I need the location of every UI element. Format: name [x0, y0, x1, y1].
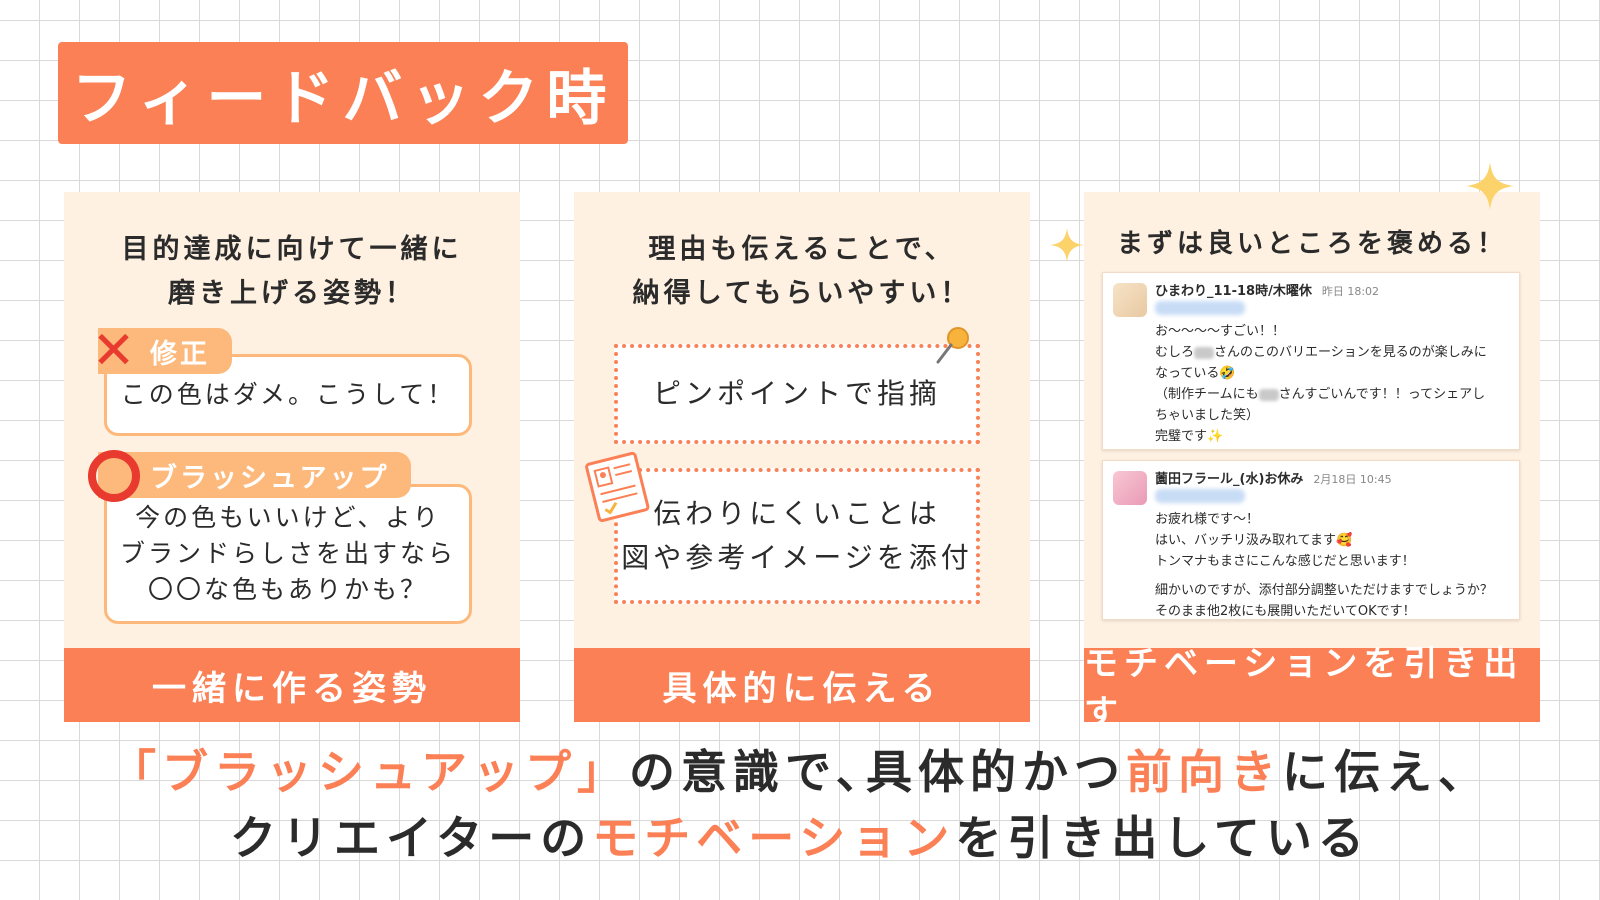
blurred-name: [1258, 388, 1279, 401]
chat-body: お疲れ様です～！ はい、バッチリ汲み取れてます🥰 トンマナもまさにこんな感じだと…: [1155, 512, 1493, 619]
pushpin-icon: [936, 327, 969, 364]
fix-tag: ✕ 修正: [92, 324, 232, 378]
chat-time: 昨日 18:02: [1321, 285, 1380, 298]
card-footer: モチベーションを引き出す: [1084, 644, 1540, 733]
card-motivation: まずは良いところを褒める！ ひまわり_11-18時/木曜休昨日 18:02 お～…: [1084, 192, 1540, 733]
circle-mark-icon: [88, 450, 140, 502]
card-footer: 具体的に伝える: [574, 648, 1030, 722]
sparkle-icon: [1050, 228, 1084, 262]
avatar: [1113, 471, 1147, 505]
pinpoint-box: ピンポイントで指摘: [614, 344, 980, 444]
page-title: フィードバック時: [58, 42, 628, 144]
chat-message: ひまわり_11-18時/木曜休昨日 18:02 お～～～～すごい！！ むしろさん…: [1102, 272, 1520, 450]
blurred-name: [1155, 301, 1245, 315]
summary-line-2: クリエイターのモチベーションを引き出している: [230, 811, 1370, 865]
brushup-tag: ブラッシュアップ: [88, 450, 412, 502]
attach-image-box: 伝わりにくいことは 図や参考イメージを添付: [614, 468, 980, 604]
brushup-example-bubble: 今の色もいいけど、より ブランドらしさを出すなら 〇〇な色もありかも？: [104, 484, 472, 624]
blurred-name: [1155, 489, 1245, 503]
sparkle-icon: [1466, 162, 1514, 210]
summary-line-1: 「ブラッシュアップ」の意識で､具体的かつ前向きに伝え、: [109, 745, 1491, 799]
blurred-name: [1194, 346, 1215, 359]
cross-mark-icon: ✕: [91, 321, 139, 381]
avatar: [1113, 283, 1147, 317]
document-icon: [585, 451, 650, 522]
fix-example-bubble: この色はダメ。こうして！: [104, 354, 472, 436]
card-collaborative-attitude: 目的達成に向けて一緒に 磨き上げる姿勢！ この色はダメ。こうして！ ✕ 修正 今…: [64, 192, 520, 722]
chat-author: ひまわり_11-18時/木曜休昨日 18:02: [1155, 284, 1380, 299]
card-concrete-communication: 理由も伝えることで、 納得してもらいやすい！ ピンポイントで指摘 伝わりにくいこ…: [574, 192, 1030, 722]
chat-body: お～～～～すごい！！ むしろさんのこのバリエーションを見るのが楽しみに なってい…: [1155, 324, 1487, 444]
card-heading: まずは良いところを褒める！: [1116, 229, 1507, 259]
card-heading: 理由も伝えることで、 納得してもらいやすい！: [632, 234, 972, 309]
card-heading: 目的達成に向けて一緒に 磨き上げる姿勢！: [121, 234, 463, 309]
chat-time: 2月18日 10:45: [1313, 473, 1392, 486]
card-footer: 一緒に作る姿勢: [64, 648, 520, 722]
